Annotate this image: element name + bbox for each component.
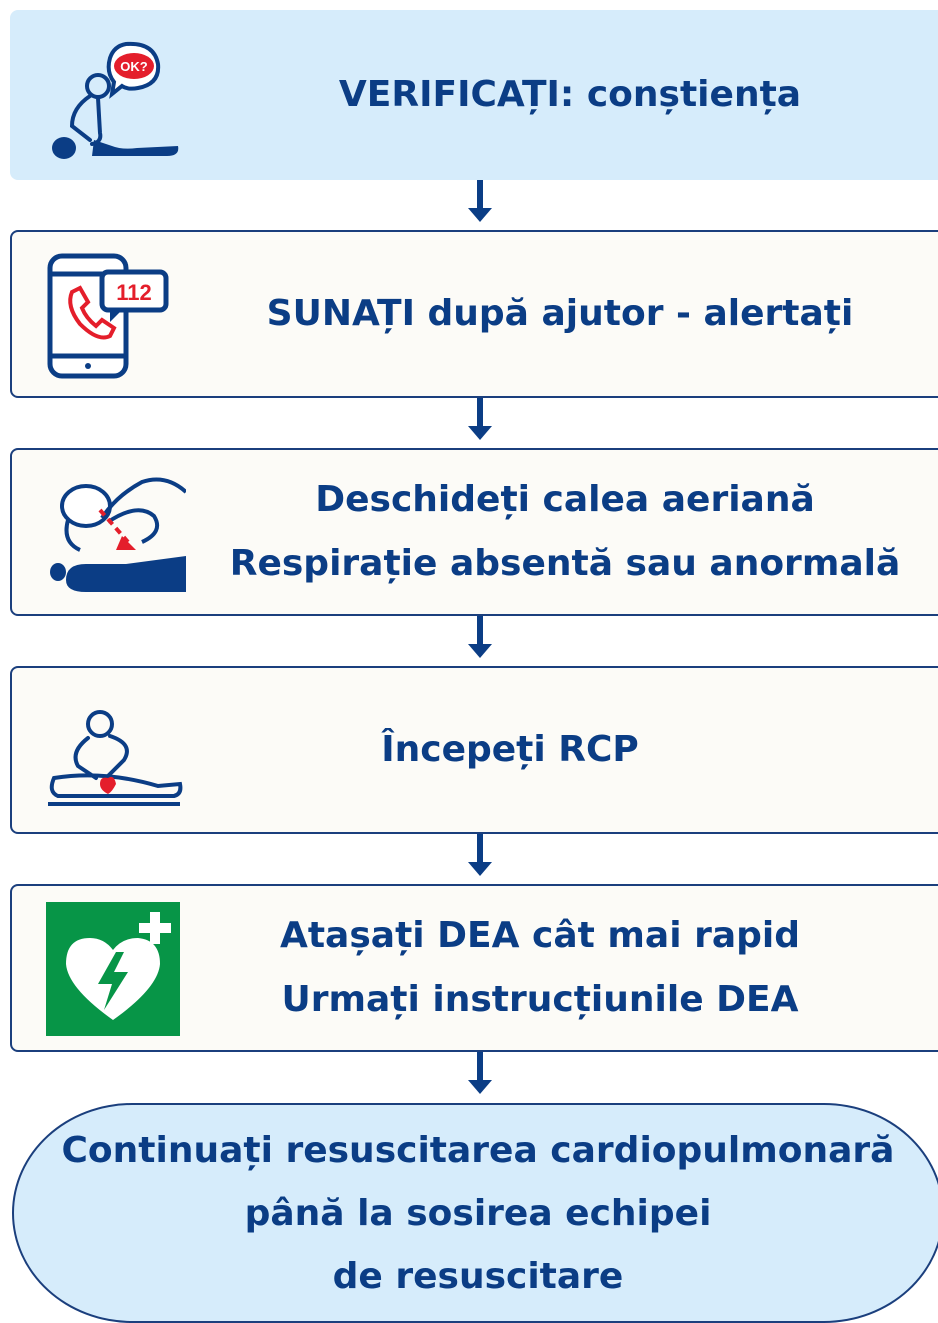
step-text: Atașați DEA cât mai rapid Urmați instruc…	[212, 886, 868, 1050]
final-label-line-3: de resuscitare	[332, 1256, 624, 1297]
final-label-line-1: Continuați resuscitarea cardiopulmonară	[61, 1130, 895, 1171]
step-label: SUNAȚI după ajutor - alertați	[266, 293, 854, 334]
step-open-airway: Deschideți calea aeriană Respirație abse…	[10, 448, 938, 616]
step-label-line-2: Respirație absentă sau anormală	[229, 543, 901, 584]
step-start-cpr: Începeți RCP	[10, 666, 938, 834]
svg-text:OK?: OK?	[120, 59, 148, 74]
step-label-line-2: Urmați instrucțiunile DEA	[281, 979, 799, 1020]
step-label: VERIFICAȚI: conștiența	[338, 74, 802, 115]
step-label-line-1: Atașați DEA cât mai rapid	[279, 915, 800, 956]
step-label-line-1: Deschideți calea aeriană	[315, 479, 815, 520]
step-call-for-help: 112 SUNAȚI după ajutor - alertați	[10, 230, 938, 398]
arrow-down-icon	[468, 616, 492, 658]
final-text: Continuați resuscitarea cardiopulmonară …	[14, 1119, 938, 1308]
step-text: VERIFICAȚI: conștiența	[200, 10, 938, 180]
open-airway-icon	[50, 477, 186, 592]
check-consciousness-icon: OK?	[52, 41, 179, 159]
step-text: Începeți RCP	[202, 668, 818, 832]
arrow-down-icon	[468, 180, 492, 222]
step-text: Deschideți calea aeriană Respirație abse…	[192, 450, 938, 614]
step-check-consciousness: OK? VERIFICAȚI: conștiența	[10, 10, 938, 180]
final-label-line-2: până la sosirea echipei	[244, 1193, 712, 1234]
step-label: Începeți RCP	[381, 729, 639, 770]
step-attach-aed: Atașați DEA cât mai rapid Urmați instruc…	[10, 884, 938, 1052]
arrow-down-icon	[468, 1052, 492, 1094]
step-text: SUNAȚI după ajutor - alertați	[182, 232, 938, 396]
arrow-down-icon	[468, 834, 492, 876]
arrow-down-icon	[468, 398, 492, 440]
final-step-continue-cpr: Continuați resuscitarea cardiopulmonară …	[12, 1103, 938, 1323]
phone-call-112-icon: 112	[47, 253, 169, 379]
aed-icon	[46, 902, 180, 1036]
svg-text:112: 112	[116, 280, 152, 305]
cpr-icon	[48, 710, 183, 806]
